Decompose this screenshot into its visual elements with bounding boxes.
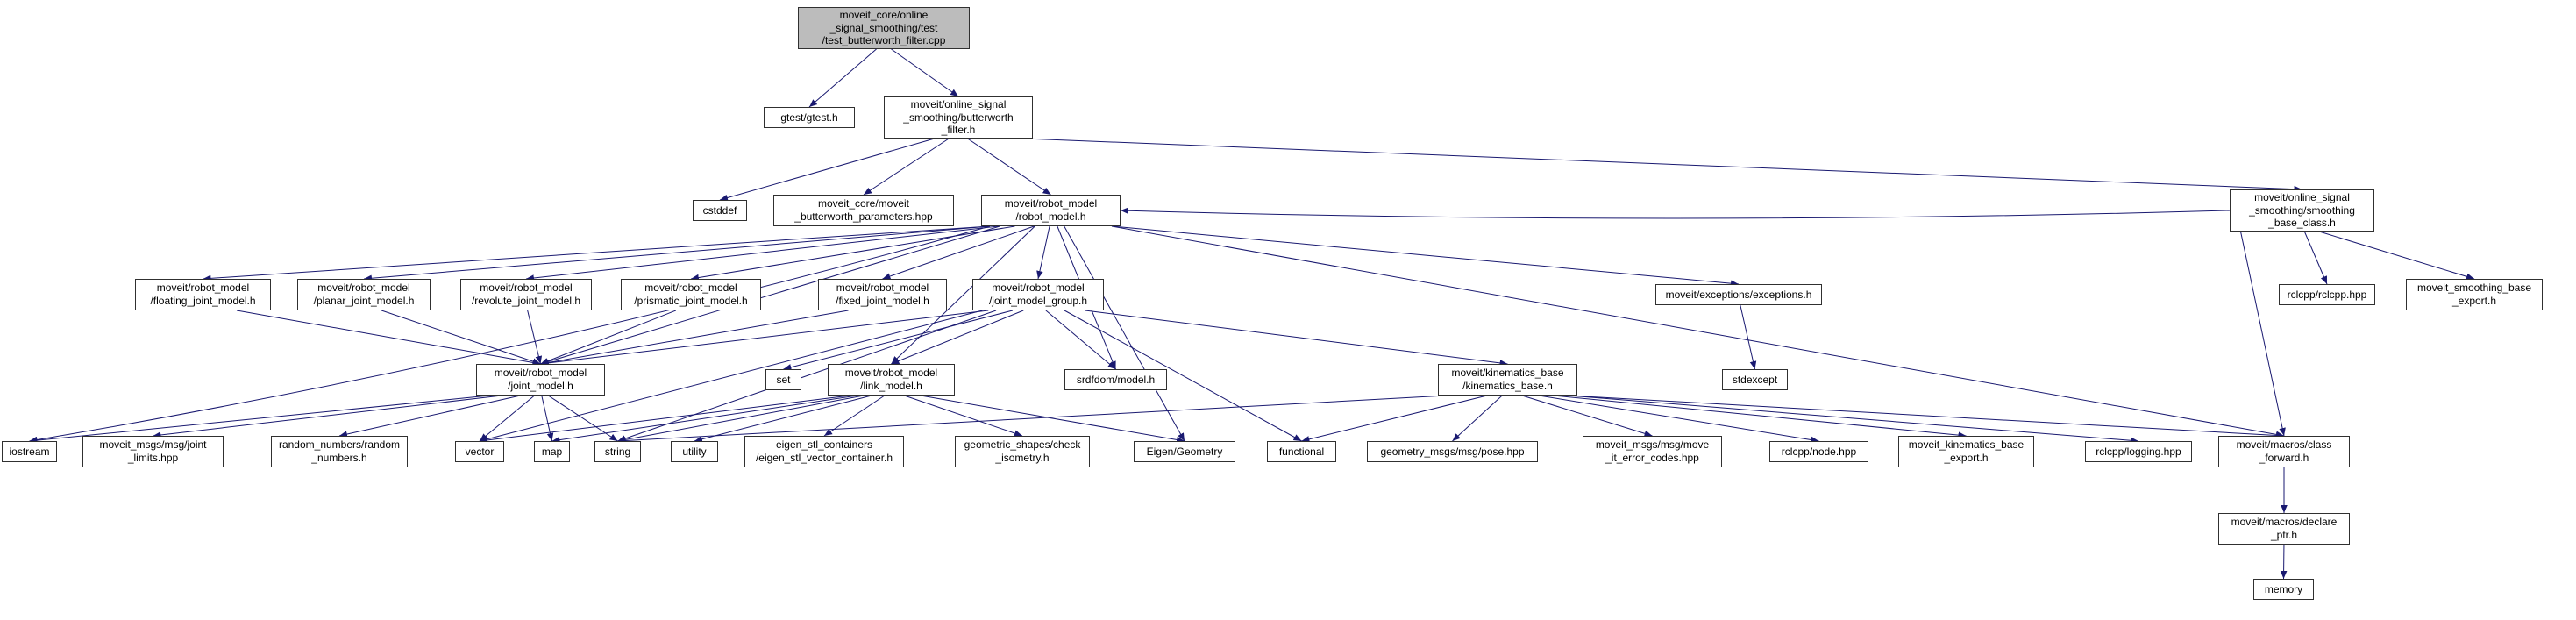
graph-node-logging[interactable]: rclcpp/logging.hpp	[2085, 441, 2192, 462]
graph-edge-jm_group--kin_base	[1085, 310, 1508, 367]
graph-edge-kin_base--node_hpp	[1538, 395, 1819, 444]
graph-edge-robot_model--prismatic_jm	[690, 225, 1015, 281]
graph-edge-kin_base--logging	[1568, 395, 2139, 445]
graph-edge-kin_base--string	[617, 395, 1448, 445]
graph-node-revolute_jm[interactable]: moveit/robot_model /revolute_joint_model…	[460, 279, 592, 310]
graph-edge-kin_base--functional	[1301, 395, 1488, 443]
graph-node-stdexcept[interactable]: stdexcept	[1722, 369, 1788, 390]
graph-node-eigen_geom[interactable]: Eigen/Geometry	[1134, 441, 1235, 462]
graph-edge-joint_model--joint_limits	[153, 395, 502, 438]
graph-edge-robot_model--joint_model	[540, 225, 1000, 366]
graph-edge-smoothing_base--smoothing_export	[2319, 231, 2475, 281]
graph-edge-test_cpp--gtest	[808, 48, 877, 108]
graph-node-gtest[interactable]: gtest/gtest.h	[764, 107, 855, 128]
graph-edge-link_model--eigen_geom	[920, 395, 1185, 444]
graph-node-fixed_jm[interactable]: moveit/robot_model /fixed_joint_model.h	[818, 279, 947, 310]
graph-node-cstddef[interactable]: cstddef	[693, 200, 747, 221]
graph-edge-robot_model--planar_jm	[363, 225, 991, 282]
graph-edge-robot_model--floating_jm	[203, 225, 991, 282]
graph-node-error_codes[interactable]: moveit_msgs/msg/move _it_error_codes.hpp	[1583, 436, 1722, 467]
graph-edge-bw_filter--cstddef	[719, 138, 935, 202]
graph-node-kin_export[interactable]: moveit_kinematics_base _export.h	[1898, 436, 2034, 467]
graph-edge-jm_group--joint_model	[540, 310, 989, 367]
graph-edge-kin_base--kin_export	[1553, 395, 1967, 438]
graph-node-utility[interactable]: utility	[671, 441, 718, 462]
graph-node-bw_filter[interactable]: moveit/online_signal _smoothing/butterwo…	[884, 96, 1033, 139]
graph-node-floating_jm[interactable]: moveit/robot_model /floating_joint_model…	[135, 279, 271, 310]
graph-edge-bw_filter--bw_params	[863, 138, 950, 196]
graph-node-bw_params[interactable]: moveit_core/moveit _butterworth_paramete…	[773, 195, 954, 226]
graph-edge-joint_model--random_numbers	[338, 395, 521, 438]
graph-edge-floating_jm--joint_model	[236, 310, 541, 367]
graph-node-test_cpp: moveit_core/online _signal_smoothing/tes…	[798, 7, 970, 49]
graph-node-planar_jm[interactable]: moveit/robot_model /planar_joint_model.h	[297, 279, 431, 310]
graph-node-declare_ptr[interactable]: moveit/macros/declare _ptr.h	[2218, 513, 2350, 545]
graph-edge-link_model--vector	[479, 395, 850, 444]
graph-edge-robot_model--fixed_jm	[882, 225, 1035, 280]
graph-edge-robot_model--iostream	[29, 225, 991, 444]
graph-node-joint_limits[interactable]: moveit_msgs/msg/joint _limits.hpp	[82, 436, 224, 467]
graph-edge-smoothing_base--class_forward	[2240, 231, 2286, 437]
graph-node-robot_model[interactable]: moveit/robot_model /robot_model.h	[981, 195, 1121, 226]
graph-edge-revolute_jm--joint_model	[527, 310, 543, 365]
graph-node-link_model[interactable]: moveit/robot_model /link_model.h	[828, 364, 955, 396]
graph-node-check_isometry[interactable]: geometric_shapes/check _isometry.h	[955, 436, 1090, 467]
graph-edge-bw_filter--smoothing_base	[1023, 138, 2302, 193]
graph-node-map[interactable]: map	[534, 441, 570, 462]
graph-node-joint_model[interactable]: moveit/robot_model /joint_model.h	[476, 364, 605, 396]
graph-edge-planar_jm--joint_model	[381, 310, 541, 365]
graph-edge-kin_base--error_codes	[1521, 395, 1653, 437]
graph-node-smoothing_base[interactable]: moveit/online_signal _smoothing/smoothin…	[2230, 189, 2374, 232]
graph-edge-joint_model--string	[548, 395, 618, 442]
graph-node-set[interactable]: set	[765, 369, 801, 390]
graph-node-pose[interactable]: geometry_msgs/msg/pose.hpp	[1367, 441, 1538, 462]
graph-edge-robot_model--eigen_geom	[1064, 225, 1185, 442]
graph-edge-joint_model--iostream	[29, 395, 490, 444]
graph-node-smoothing_export[interactable]: moveit_smoothing_base _export.h	[2406, 279, 2543, 310]
graph-edge-bw_filter--robot_model	[967, 138, 1051, 196]
graph-edge-fixed_jm--joint_model	[540, 310, 849, 367]
graph-edge-link_model--eigen_stl	[823, 395, 886, 437]
graph-edge-robot_model--class_forward	[1111, 225, 2285, 438]
graph-node-iostream[interactable]: iostream	[2, 441, 57, 462]
graph-edge-kin_base--class_forward	[1568, 395, 2285, 439]
graph-edge-robot_model--revolute_jm	[525, 225, 999, 281]
graph-edge-prismatic_jm--joint_model	[540, 310, 677, 365]
graph-node-string[interactable]: string	[594, 441, 641, 462]
graph-node-eigen_stl[interactable]: eigen_stl_containers /eigen_stl_vector_c…	[744, 436, 904, 467]
graph-edge-jm_group--set	[783, 310, 1014, 371]
graph-edge-link_model--string	[617, 395, 865, 444]
graph-node-random_numbers[interactable]: random_numbers/random _numbers.h	[271, 436, 408, 467]
graph-node-class_forward[interactable]: moveit/macros/class _forward.h	[2218, 436, 2350, 467]
graph-edge-jm_group--functional	[1064, 310, 1302, 442]
graph-edge-test_cpp--bw_filter	[891, 48, 959, 97]
graph-edge-robot_model--exceptions	[1111, 225, 1740, 287]
graph-edge-kin_base--pose	[1452, 395, 1503, 442]
graph-node-exceptions[interactable]: moveit/exceptions/exceptions.h	[1655, 284, 1822, 305]
graph-node-kin_base[interactable]: moveit/kinematics_base /kinematics_base.…	[1438, 364, 1577, 396]
graph-edge-jm_group--link_model	[891, 310, 1024, 365]
graph-edge-exceptions--stdexcept	[1740, 304, 1757, 370]
graph-edge-jm_group--srdfdom	[1045, 310, 1116, 370]
graph-edge-smoothing_base--robot_model	[1120, 207, 2231, 219]
graph-node-prismatic_jm[interactable]: moveit/robot_model /prismatic_joint_mode…	[621, 279, 761, 310]
graph-edge-link_model--check_isometry	[904, 395, 1023, 437]
graph-node-rclcpp[interactable]: rclcpp/rclcpp.hpp	[2279, 284, 2375, 305]
graph-edge-link_model--map	[551, 395, 857, 444]
graph-node-node_hpp[interactable]: rclcpp/node.hpp	[1769, 441, 1868, 462]
graph-node-functional[interactable]: functional	[1267, 441, 1336, 462]
graph-node-vector[interactable]: vector	[455, 441, 504, 462]
graph-edge-joint_model--map	[541, 395, 554, 442]
graph-node-jm_group[interactable]: moveit/robot_model /joint_model_group.h	[972, 279, 1104, 310]
graph-node-memory[interactable]: memory	[2253, 579, 2314, 600]
graph-edge-robot_model--link_model	[891, 225, 1035, 365]
graph-edge-smoothing_base--rclcpp	[2303, 231, 2328, 285]
graph-edge-joint_model--vector	[479, 395, 535, 442]
graph-edge-jm_group--vector	[479, 310, 983, 443]
graph-edge-robot_model--jm_group	[1036, 225, 1050, 280]
graph-node-srdfdom[interactable]: srdfdom/model.h	[1064, 369, 1167, 390]
